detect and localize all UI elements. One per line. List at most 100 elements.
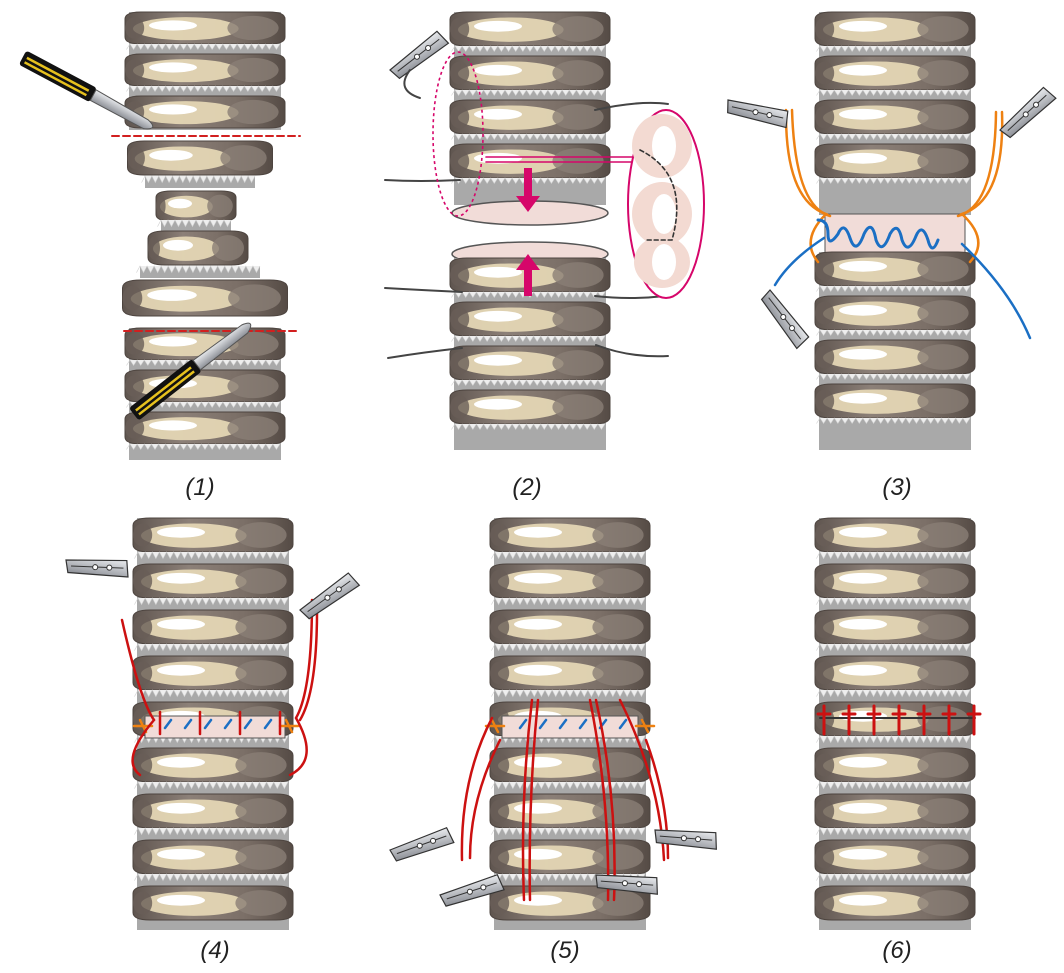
repaired-trachea <box>815 518 975 930</box>
annular-ligament <box>451 336 605 346</box>
cartilage-ring <box>815 840 975 874</box>
cartilage-ring <box>133 794 293 828</box>
clamp-icon <box>760 285 811 351</box>
annular-ligament <box>134 552 288 564</box>
panel-5 <box>388 518 720 930</box>
cartilage-ring <box>815 748 975 782</box>
cartilage-ring <box>490 656 650 690</box>
clamp-icon <box>724 91 792 134</box>
annular-ligament <box>451 134 605 144</box>
annular-ligament <box>816 736 970 748</box>
annular-ligament <box>451 90 605 100</box>
annular-ligament <box>816 46 970 56</box>
cartilage-ring <box>148 231 248 265</box>
annular-ligament <box>491 644 645 656</box>
annular-ligament <box>451 424 605 434</box>
cartilage-ring <box>133 886 293 920</box>
clamp-icon <box>388 827 455 862</box>
panel-1 <box>19 12 300 460</box>
anterior-suture <box>462 718 492 860</box>
cartilage-ring <box>490 564 650 598</box>
annular-ligament <box>158 220 232 232</box>
annular-ligament <box>816 782 970 794</box>
annular-ligament <box>816 690 970 702</box>
annular-ligament <box>134 598 288 610</box>
annular-ligament <box>134 874 288 886</box>
posterior-wall <box>825 214 965 256</box>
cartilage-ring <box>125 12 285 44</box>
cartilage-ring <box>133 748 293 782</box>
upper-trachea <box>125 12 285 130</box>
annular-ligament <box>134 782 288 794</box>
clamp-icon <box>64 550 131 583</box>
annular-ligament <box>491 828 645 840</box>
cartilage-ring <box>133 656 293 690</box>
cartilage-ring <box>490 748 650 782</box>
clamp-icon <box>295 571 362 620</box>
annular-ligament <box>816 552 970 564</box>
suture-thread <box>404 70 420 98</box>
cartilage-ring <box>815 296 975 330</box>
cartilage-ring <box>450 302 610 336</box>
cartilage-ring <box>815 564 975 598</box>
panel-3 <box>724 12 1059 450</box>
annular-ligament <box>491 782 645 794</box>
cartilage-ring <box>450 390 610 424</box>
cartilage-ring <box>815 886 975 920</box>
magnified-detail <box>628 110 704 298</box>
panel-2-caption: (2) <box>487 474 567 502</box>
cartilage-ring <box>450 100 610 134</box>
stenotic-segment <box>122 141 287 316</box>
annular-ligament <box>816 644 970 656</box>
panel-6-caption: (6) <box>857 937 937 965</box>
cartilage-ring <box>125 412 285 444</box>
cartilage-ring <box>133 564 293 598</box>
annular-ligament <box>816 374 970 384</box>
annular-ligament <box>816 178 970 188</box>
cartilage-ring <box>815 656 975 690</box>
cartilage-ring <box>815 12 975 46</box>
anastomosis-line <box>502 716 638 738</box>
cartilage-ring <box>815 518 975 552</box>
traction-suture <box>385 180 460 181</box>
annular-ligament <box>491 552 645 564</box>
annular-ligament <box>134 690 288 702</box>
annular-ligament <box>816 828 970 840</box>
cartilage-ring <box>490 610 650 644</box>
annular-ligament <box>491 598 645 610</box>
cartilage-ring <box>133 610 293 644</box>
cartilage-ring <box>815 794 975 828</box>
cartilage-ring <box>128 141 273 175</box>
annular-ligament <box>816 134 970 144</box>
cartilage-ring <box>815 384 975 418</box>
cartilage-ring <box>133 840 293 874</box>
annular-ligament <box>816 286 970 296</box>
annular-ligament <box>126 86 280 96</box>
annular-ligament <box>134 644 288 656</box>
traction-suture <box>385 288 462 292</box>
cartilage-ring <box>815 340 975 374</box>
annular-ligament <box>142 176 255 188</box>
cartilage-ring <box>815 144 975 178</box>
panel-4-caption: (4) <box>175 937 255 965</box>
annular-ligament <box>816 418 970 428</box>
annular-ligament <box>491 690 645 702</box>
cartilage-ring <box>125 54 285 86</box>
panel-6 <box>815 518 980 930</box>
panel-3-caption: (3) <box>857 474 937 502</box>
annular-ligament <box>816 330 970 340</box>
cartilage-ring <box>450 56 610 90</box>
cartilage-ring <box>815 100 975 134</box>
cartilage-ring <box>815 56 975 90</box>
cartilage-ring <box>815 252 975 286</box>
panel-4 <box>64 518 362 930</box>
cartilage-ring <box>490 794 650 828</box>
cartilage-ring <box>133 518 293 552</box>
annular-ligament <box>451 46 605 56</box>
cartilage-ring <box>490 840 650 874</box>
proximal-trachea <box>815 12 975 215</box>
cartilage-ring <box>490 518 650 552</box>
cartilage-ring <box>156 191 236 221</box>
annular-ligament <box>134 828 288 840</box>
traction-suture <box>595 296 665 298</box>
